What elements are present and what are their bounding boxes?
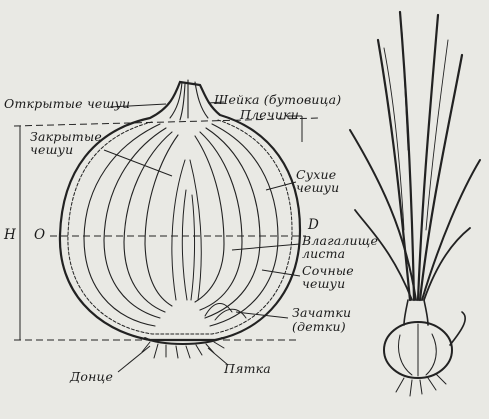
label-shoulders: Плечики: [240, 108, 299, 121]
label-closed-scales-line2: чешуи: [30, 143, 73, 156]
leaf-inner-lines: [384, 30, 448, 230]
neck-lines: [170, 80, 208, 120]
label-bottom: Донце: [70, 370, 113, 383]
inner-leaf-core: [172, 160, 201, 300]
label-o: O: [34, 229, 45, 242]
label-buds-line2: (детки): [292, 320, 346, 333]
label-leaf-sheath-line2: листа: [302, 247, 345, 260]
label-dry-scales-line2: чешуи: [296, 181, 339, 194]
label-h: H: [4, 229, 16, 242]
juicy-scale-7: [200, 132, 242, 310]
label-d: D: [308, 219, 319, 232]
label-buds-line1: Зачатки: [292, 306, 351, 319]
leaf-8: [424, 228, 470, 300]
small-bulb-tail: [450, 312, 465, 345]
label-open-scales: Открытые чешуи: [4, 97, 130, 110]
onion-plant: [350, 12, 480, 396]
small-bulb-scales: [399, 324, 437, 376]
juicy-scale-5: [210, 124, 278, 326]
juicy-scale-8: [195, 136, 224, 302]
juicy-scale-6: [205, 128, 260, 318]
label-juicy-scales-line2: чешуи: [302, 277, 345, 290]
label-heel: Пятка: [224, 362, 271, 375]
leader-dry-scales: [266, 182, 296, 190]
dry-scale-line: [68, 120, 292, 334]
label-neck: Шейка (бутовица): [214, 93, 341, 106]
leader-bottom: [118, 346, 150, 372]
juicy-scale-2: [104, 128, 166, 318]
